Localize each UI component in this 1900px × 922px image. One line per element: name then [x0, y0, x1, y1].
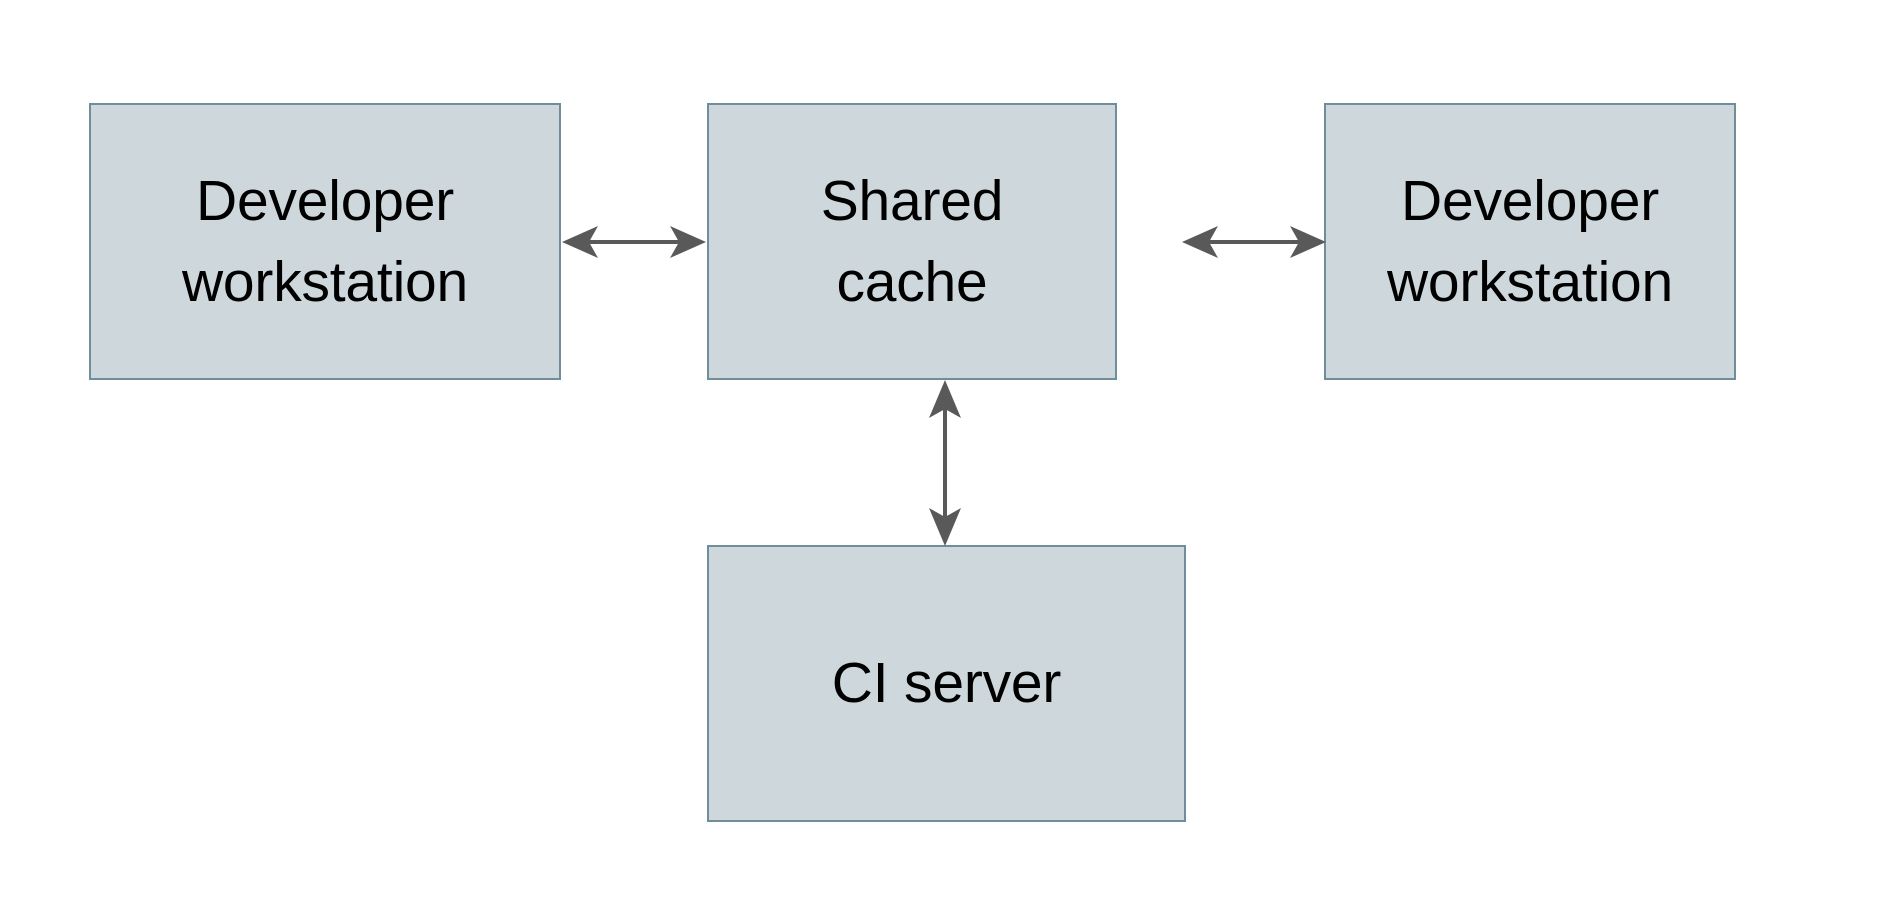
node-label: Developer workstation: [1386, 168, 1674, 314]
node-shared-cache[interactable]: Shared cache: [707, 103, 1117, 380]
node-ci-server[interactable]: CI server: [707, 545, 1186, 822]
node-developer-workstation-right[interactable]: Developer workstation: [1324, 103, 1736, 380]
connector-cache-to-developer-right: [1182, 226, 1326, 258]
double-arrow-icon: [1182, 226, 1326, 258]
node-label: Developer workstation: [181, 168, 469, 314]
double-arrow-icon: [929, 380, 961, 546]
node-label: CI server: [831, 651, 1062, 716]
double-arrow-icon: [562, 226, 706, 258]
connector-developer-left-to-cache: [562, 226, 706, 258]
connector-cache-to-ci-server: [929, 380, 961, 546]
node-developer-workstation-left[interactable]: Developer workstation: [89, 103, 561, 380]
node-label: Shared cache: [820, 168, 1004, 314]
